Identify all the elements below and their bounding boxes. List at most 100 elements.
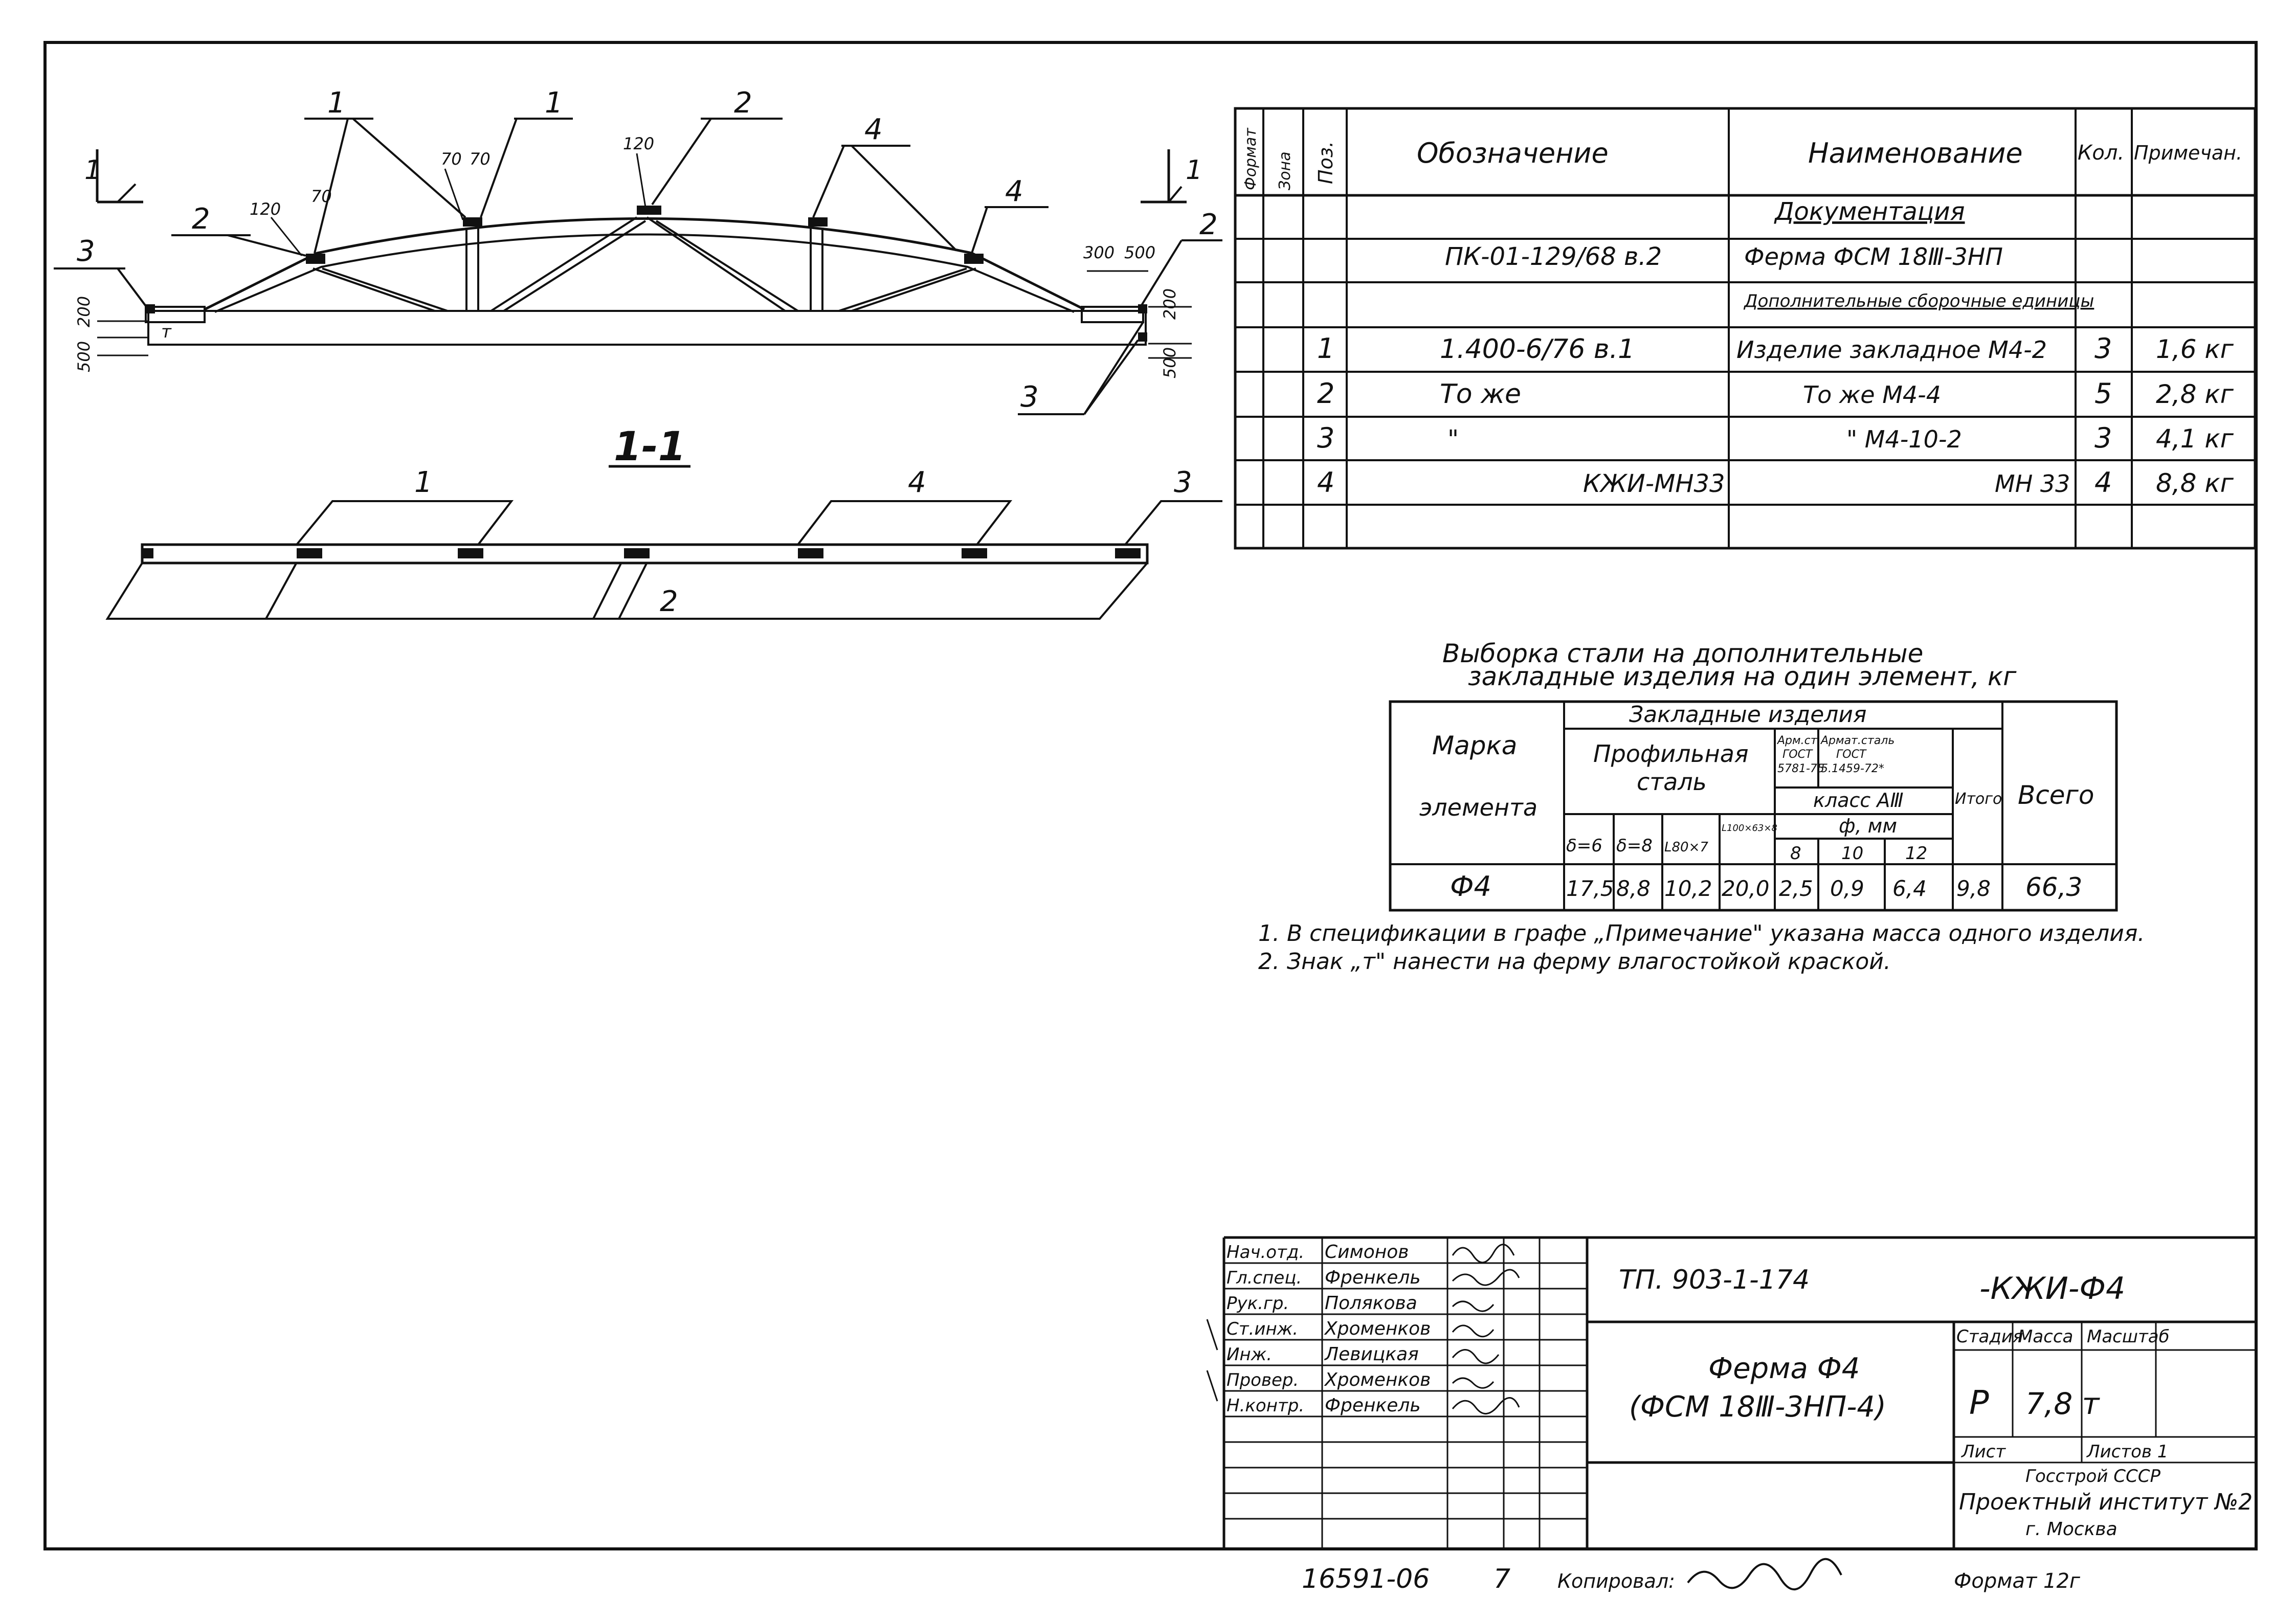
steel-h-gost2b: ГОСТ bbox=[1836, 748, 1867, 761]
steel-col-1: δ=8 bbox=[1616, 836, 1653, 856]
sheet-frame bbox=[43, 41, 2258, 1550]
steel-row-mark: Ф4 bbox=[1450, 870, 1491, 903]
steel-table: Выборка стали на дополнительные закладны… bbox=[1389, 639, 2118, 912]
section-label-left: 1 bbox=[84, 155, 101, 186]
callout-3a: 3 bbox=[77, 235, 95, 268]
spec-r3-pos: 1 bbox=[1317, 332, 1334, 365]
spec-r1-name: Ферма ФСМ 18Ⅲ-3НП bbox=[1744, 243, 2003, 271]
drawing-code: -КЖИ-Ф4 bbox=[1979, 1271, 2125, 1307]
section-title: 1-1 bbox=[614, 424, 686, 470]
section-marker-left: 1 bbox=[84, 149, 143, 204]
org-2: Проектный институт №2 bbox=[1959, 1489, 2253, 1515]
spec-r4-qty: 5 bbox=[2094, 377, 2112, 410]
spec-h-name: Наименование bbox=[1808, 137, 2023, 169]
dim-70a: 70 bbox=[311, 187, 332, 206]
spec-r5-pos: 3 bbox=[1317, 422, 1334, 454]
spec-r2-name: Дополнительные сборочные единицы bbox=[1743, 291, 2094, 311]
mass-value: 7,8 т bbox=[2025, 1386, 2101, 1421]
steel-vsego: 66,3 bbox=[2025, 872, 2082, 902]
spec-r1-designation: ПК-01-129/68 в.2 bbox=[1445, 242, 1662, 271]
dim-300: 300 bbox=[1083, 243, 1114, 262]
truss-elevation: т 1 1 1 1 2 4 4 2 bbox=[54, 86, 1222, 415]
spec-h-format: Формат bbox=[1242, 127, 1260, 190]
name-6: Френкель bbox=[1325, 1395, 1421, 1416]
callout-4a: 4 bbox=[864, 113, 883, 146]
steel-col-2: L80×7 bbox=[1664, 840, 1708, 855]
name-0: Симонов bbox=[1325, 1242, 1409, 1263]
steel-val-4: 2,5 bbox=[1779, 876, 1813, 901]
spec-r3-name: Изделие закладное М4-2 bbox=[1736, 336, 2047, 364]
spec-r5-name: " М4-10-2 bbox=[1846, 425, 1962, 453]
steel-h-gost2a: Армат.сталь bbox=[1820, 734, 1894, 747]
org-1: Госстрой СССР bbox=[2025, 1466, 2160, 1487]
drawing-title-1: Ферма Ф4 bbox=[1708, 1352, 1860, 1385]
section-callout-4: 4 bbox=[908, 466, 926, 499]
title-block: Нач.отд. Гл.спец. Рук.гр. Ст.инж. Инж. П… bbox=[1206, 1236, 2256, 1549]
section-body bbox=[141, 543, 1149, 565]
note-1: 1. В спецификации в графе „Примечание" у… bbox=[1258, 920, 2145, 947]
spec-r6-pos: 4 bbox=[1317, 466, 1334, 499]
truss-leaders bbox=[54, 118, 1222, 415]
h-scale: Масштаб bbox=[2087, 1326, 2170, 1347]
callout-1a: 1 bbox=[327, 86, 346, 120]
footer-inv: 16591-06 bbox=[1302, 1564, 1430, 1594]
footer-format: Формат 12г bbox=[1954, 1569, 2081, 1593]
steel-h-gost1c: 5781-75 bbox=[1777, 762, 1824, 775]
h-stage: Стадия bbox=[1956, 1326, 2023, 1347]
steel-val-2: 10,2 bbox=[1664, 876, 1712, 901]
spec-r5-note: 4,1 кг bbox=[2156, 424, 2234, 454]
left-support bbox=[145, 306, 206, 323]
steel-h-total: Итого bbox=[1955, 790, 2002, 808]
steel-col-6: 12 bbox=[1905, 843, 1927, 864]
role-4: Инж. bbox=[1227, 1344, 1272, 1365]
spec-r3-designation: 1.400-6/76 в.1 bbox=[1440, 334, 1635, 365]
spec-r3-qty: 3 bbox=[2094, 332, 2112, 365]
name-3: Хроменков bbox=[1324, 1318, 1431, 1339]
section-marker-right: 1 bbox=[1141, 149, 1202, 204]
steel-h-gost1b: ГОСТ bbox=[1782, 748, 1813, 761]
web-members bbox=[313, 216, 976, 312]
steel-h-profile2: сталь bbox=[1637, 768, 1707, 796]
callout-2a: 2 bbox=[734, 86, 752, 120]
truss-dimensions: 120 70 70 70 120 300 500 500 200 500 200 bbox=[74, 134, 1179, 378]
spec-h-pos: Поз. bbox=[1314, 141, 1337, 184]
callout-1b: 1 bbox=[545, 86, 563, 120]
top-chord-inner bbox=[214, 233, 1075, 313]
spec-r6-name: МН 33 bbox=[1995, 470, 2070, 498]
dim-500a: 500 bbox=[1124, 243, 1155, 262]
spec-r6-qty: 4 bbox=[2094, 466, 2112, 499]
role-2: Рук.гр. bbox=[1227, 1293, 1289, 1314]
sheet-label: Лист bbox=[1960, 1442, 2006, 1462]
note-2: 2. Знак „т" нанести на ферму влагостойко… bbox=[1258, 949, 1891, 975]
steel-val-3: 20,0 bbox=[1722, 876, 1770, 901]
dim-120b: 120 bbox=[623, 134, 654, 153]
h-mass: Масса bbox=[2018, 1326, 2073, 1347]
name-4: Левицкая bbox=[1324, 1344, 1419, 1365]
footer-page: 7 bbox=[1493, 1564, 1510, 1594]
role-3: Ст.инж. bbox=[1227, 1319, 1298, 1339]
spec-h-designation: Обозначение bbox=[1417, 137, 1609, 169]
name-2: Полякова bbox=[1325, 1293, 1417, 1314]
steel-val-6: 6,4 bbox=[1892, 876, 1927, 901]
role-0: Нач.отд. bbox=[1227, 1242, 1304, 1263]
project-number: ТП. 903-1-174 bbox=[1619, 1265, 1810, 1295]
section-embedded bbox=[143, 548, 1141, 558]
spec-h-note: Примечан. bbox=[2134, 142, 2242, 164]
dim-500c: 500 bbox=[1160, 347, 1179, 378]
steel-h-gost2c: 5.1459-72* bbox=[1821, 762, 1884, 775]
footer-copied: Копировал: bbox=[1557, 1570, 1675, 1592]
copier-signature bbox=[1687, 1558, 1842, 1591]
section-1-1: 1-1 1 4 3 2 bbox=[105, 424, 1222, 620]
steel-val-1: 8,8 bbox=[1616, 876, 1651, 901]
spec-r4-designation: То же bbox=[1440, 379, 1521, 410]
callout-2c: 2 bbox=[192, 202, 210, 236]
steel-col-0: δ=6 bbox=[1566, 836, 1602, 856]
org-3: г. Москва bbox=[2025, 1519, 2117, 1540]
steel-itogo: 9,8 bbox=[1956, 876, 1991, 901]
mark-t: т bbox=[161, 322, 172, 342]
steel-h-embedded: Закладные изделия bbox=[1629, 702, 1867, 728]
bottom-chord bbox=[147, 310, 1147, 346]
role-6: Н.контр. bbox=[1227, 1396, 1304, 1416]
steel-title-2: закладные изделия на один элемент, кг bbox=[1468, 662, 2017, 691]
spec-r0-name: Документация bbox=[1774, 197, 1965, 226]
